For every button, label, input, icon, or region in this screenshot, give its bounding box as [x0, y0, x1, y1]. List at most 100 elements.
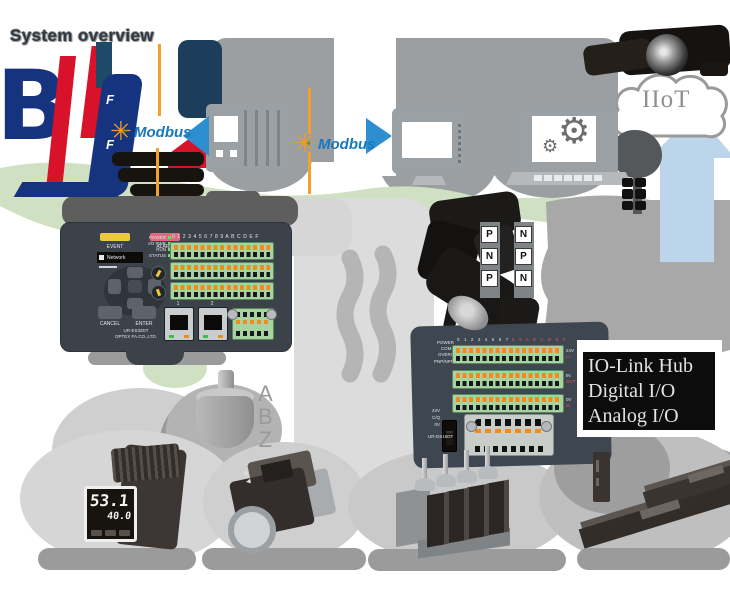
alarm-led	[150, 233, 180, 241]
grid-connector-icon	[622, 178, 646, 210]
npn-column: N P N	[515, 226, 532, 287]
abz-b: B	[258, 404, 273, 429]
pressure-sensor-heatsink	[110, 443, 182, 483]
camera-lens-icon	[646, 34, 688, 76]
sensor-button	[105, 530, 116, 536]
pressure-sub-value: 40.0	[106, 511, 132, 522]
valve-base	[396, 487, 430, 547]
event-led	[100, 233, 130, 241]
ethernet-port-2	[198, 307, 228, 341]
io-pwr-led-label: I/O PWR	[148, 241, 166, 246]
alarm-label: ALARM	[156, 244, 174, 250]
grid-dot	[622, 178, 633, 188]
hmi-screen	[402, 122, 452, 158]
pnp-column: P N P	[481, 226, 498, 287]
hex-row-label: 0 1 2 3 4 5 6 7 8 9 A B C D E F	[172, 234, 259, 240]
terminal-strip	[170, 282, 274, 300]
iiot-label: IIoT	[642, 86, 691, 113]
terminal-strip	[452, 345, 564, 364]
connector-screw	[541, 421, 552, 432]
illegible-label-blob	[368, 549, 566, 571]
indicator-arrow-icon: ◀	[245, 478, 252, 486]
ethernet-port-1	[164, 307, 194, 341]
pressure-main-value: 53.1	[89, 491, 130, 510]
laptop: ⚙ ⚙	[518, 106, 618, 172]
power-led-label: POWER	[148, 235, 166, 240]
valve-side-face	[504, 479, 509, 533]
abz-a: A	[258, 381, 273, 406]
cloud-outline	[611, 73, 728, 139]
cancel-label: CANCEL	[99, 321, 121, 327]
callout-line-1: IO-Link Hub	[588, 355, 693, 377]
terminal-strip	[452, 394, 564, 413]
valve-side-face	[484, 483, 489, 537]
npn-letter: N	[515, 270, 532, 287]
modbus-star-icon: ✳	[294, 128, 316, 158]
hub-power-label: POWER	[436, 340, 454, 345]
status-led	[168, 242, 171, 245]
center-gray-band	[294, 198, 434, 528]
camera-mount	[700, 62, 728, 76]
status-led	[168, 236, 171, 239]
valve-pin	[464, 450, 469, 472]
modbus-star-icon: ✳	[110, 116, 132, 146]
callout-line-3: Analog I/O	[588, 405, 679, 427]
illegible-heading-blob	[62, 196, 298, 226]
actuator-slot	[596, 460, 599, 472]
hub-overc-label: OVERC	[437, 352, 454, 357]
master-display: Network	[97, 252, 143, 263]
modbus-star-cross-icon: +	[122, 126, 128, 136]
plc-indicator	[230, 150, 237, 157]
hub-hex-white: 0 1 2 3 4 5 6 7	[457, 337, 510, 342]
modbus-logo-text: Modbus	[134, 124, 192, 141]
logo-f-mark: F	[106, 92, 114, 107]
terminal-strip	[452, 370, 564, 389]
rotary-encoder	[196, 396, 254, 448]
connector-pins	[236, 331, 270, 336]
plc-rack	[206, 104, 294, 172]
connector-clamps	[475, 429, 543, 433]
status-led	[168, 248, 171, 251]
gear-icon: ⚙	[558, 110, 591, 151]
connector-screw	[266, 309, 277, 320]
laptop-screen	[532, 116, 596, 162]
display-icon	[99, 255, 104, 260]
hub-lplus-label: L+	[566, 354, 572, 359]
plc-slot-stripes	[244, 110, 288, 166]
port1-label: 1	[176, 301, 180, 307]
hub-bottom-connector	[464, 414, 554, 456]
valve-body	[487, 480, 504, 536]
npn-letter: P	[515, 248, 532, 265]
laptop-keyboard	[534, 175, 604, 181]
plc-indicator	[216, 150, 223, 157]
sensor-button	[91, 530, 102, 536]
valve-cap	[436, 474, 456, 487]
illegible-label-blob	[202, 548, 366, 570]
logo-f-mark: F	[106, 137, 114, 152]
enter-button	[132, 306, 156, 319]
callout-line-2: Digital I/O	[588, 380, 676, 402]
connector-pins	[475, 446, 543, 452]
top-gray-mass	[212, 38, 618, 162]
rotary-slot	[155, 269, 162, 278]
hub-24v-label: 24V	[566, 348, 575, 353]
actuator-slot	[596, 478, 599, 486]
valve-cap	[415, 478, 435, 491]
grid-dot	[622, 189, 633, 199]
connector-clamps	[236, 320, 270, 324]
dpad-up-button	[127, 267, 143, 278]
hmi-monitor	[392, 108, 468, 174]
cloud-icon	[611, 73, 728, 139]
modbus-star-cross-icon: +	[306, 138, 312, 148]
hmi-stand	[412, 176, 446, 185]
black-text-blob	[118, 168, 204, 182]
network-line-orange	[308, 152, 311, 194]
rotary-switch	[151, 266, 166, 281]
laptop-base	[506, 172, 632, 185]
pnp-letter: P	[481, 226, 498, 243]
npn-letter: N	[515, 226, 532, 243]
protocol-logo-cluster: B F F	[0, 40, 150, 205]
dpad-down-button	[127, 298, 143, 309]
switch-slot	[446, 431, 453, 445]
